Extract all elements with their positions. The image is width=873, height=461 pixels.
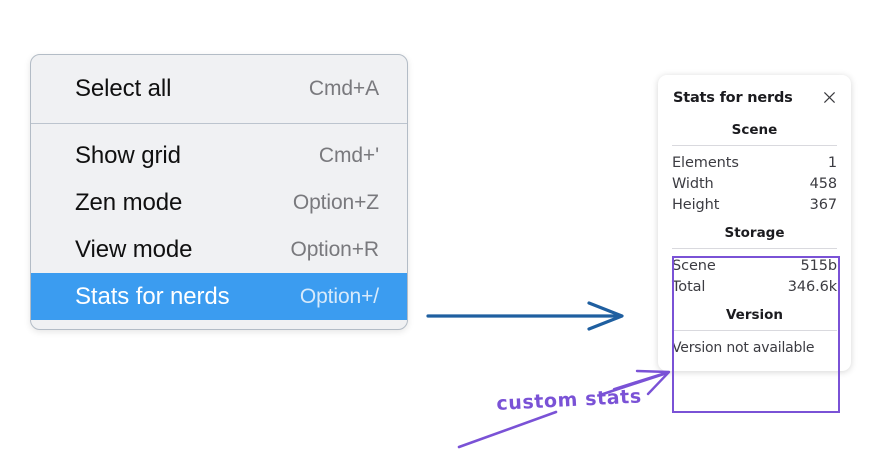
- annotation-label-custom-stats: custom stats: [495, 385, 643, 415]
- stat-value: 367: [809, 197, 837, 213]
- arrow-menu-to-panel: [426, 301, 624, 331]
- menu-item-stats-for-nerds[interactable]: Stats for nerds Option+/: [31, 273, 407, 320]
- stats-panel-title: Stats for nerds: [673, 89, 793, 106]
- stat-key: Width: [672, 176, 714, 192]
- stat-value: 458: [809, 176, 837, 192]
- menu-item-show-grid[interactable]: Show grid Cmd+': [31, 132, 407, 179]
- stat-value: 346.6k: [787, 279, 837, 295]
- menu-item-shortcut: Option+/: [299, 284, 379, 308]
- menu-divider: [31, 123, 407, 124]
- section-title-scene: Scene: [731, 122, 778, 138]
- stat-row-storage-total: Total 346.6k: [672, 277, 837, 298]
- section-rule: [672, 330, 837, 331]
- stat-key: Total: [672, 279, 706, 295]
- stat-row-width: Width 458: [672, 174, 837, 195]
- context-menu[interactable]: Select all Cmd+A Show grid Cmd+' Zen mod…: [30, 54, 408, 330]
- stats-panel-body: Scene Elements 1 Width 458 Height 367 St…: [658, 122, 851, 358]
- menu-item-shortcut: Cmd+A: [308, 76, 379, 100]
- menu-item-zen-mode[interactable]: Zen mode Option+Z: [31, 179, 407, 226]
- close-icon[interactable]: [821, 89, 838, 106]
- stat-value: 515b: [800, 258, 838, 274]
- stats-for-nerds-panel: Stats for nerds Scene Elements 1 Width 4…: [658, 75, 851, 371]
- stat-value: 1: [827, 155, 837, 171]
- menu-item-shortcut: Option+R: [290, 237, 379, 261]
- stat-row-elements: Elements 1: [672, 153, 837, 174]
- stat-key: Elements: [672, 155, 739, 171]
- version-not-available-text: Version not available: [672, 340, 815, 356]
- section-rule: [672, 145, 837, 146]
- annotation-underline: [457, 410, 558, 449]
- menu-item-shortcut: Cmd+': [318, 143, 379, 167]
- menu-item-label: Show grid: [75, 141, 181, 169]
- menu-item-label: Select all: [75, 74, 172, 102]
- section-rule: [672, 248, 837, 249]
- menu-item-label: Zen mode: [75, 188, 183, 216]
- menu-item-select-all[interactable]: Select all Cmd+A: [31, 65, 407, 112]
- section-spacer: [672, 216, 837, 225]
- stat-key: Scene: [672, 258, 716, 274]
- menu-item-label: View mode: [75, 235, 193, 263]
- menu-item-shortcut: Option+Z: [292, 190, 379, 214]
- section-title-version: Version: [725, 307, 784, 323]
- context-menu-group-2: Show grid Cmd+' Zen mode Option+Z View m…: [31, 124, 407, 329]
- menu-item-view-mode[interactable]: View mode Option+R: [31, 226, 407, 273]
- section-title-storage: Storage: [724, 225, 785, 241]
- stats-panel-header: Stats for nerds: [658, 89, 851, 106]
- stat-row-storage-scene: Scene 515b: [672, 256, 837, 277]
- menu-item-label: Stats for nerds: [75, 282, 230, 310]
- section-spacer: [672, 298, 837, 307]
- stat-key: Height: [672, 197, 720, 213]
- stat-row-height: Height 367: [672, 195, 837, 216]
- context-menu-group-1: Select all Cmd+A: [31, 55, 407, 123]
